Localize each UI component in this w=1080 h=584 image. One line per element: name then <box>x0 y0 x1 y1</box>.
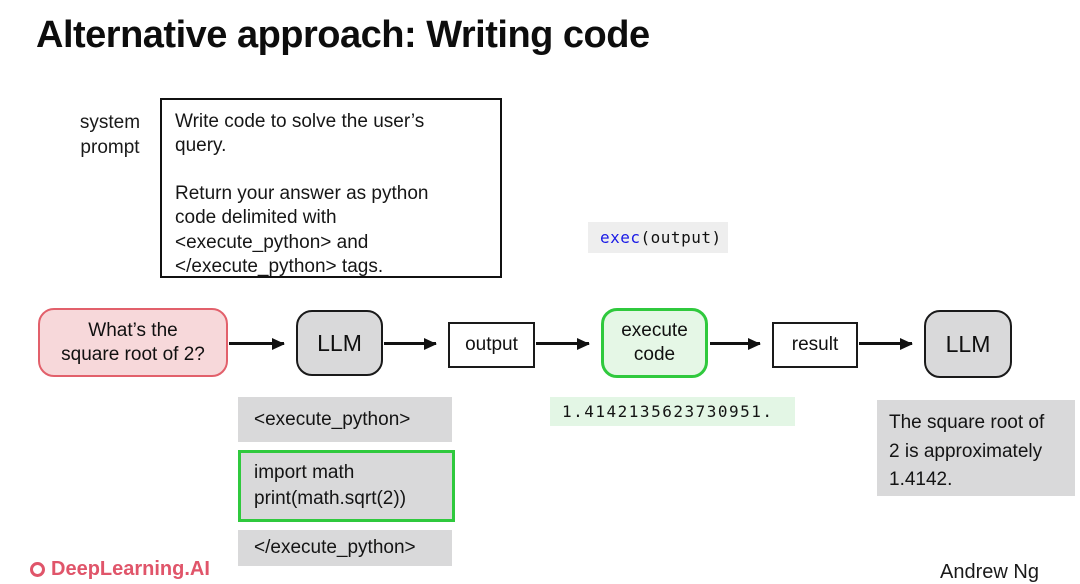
logo-circle-icon <box>30 562 45 577</box>
flow-arrow-result-to-llm <box>859 342 912 345</box>
author-credit: Andrew Ng <box>940 561 1039 583</box>
logo-text: DeepLearning.AI <box>51 558 210 580</box>
flow-arrow-execute-to-result <box>710 342 760 345</box>
exec-keyword: exec <box>600 228 641 247</box>
final-answer-box: The square root of 2 is approximately 1.… <box>877 400 1075 496</box>
flow-node-llm-1: LLM <box>296 310 383 376</box>
flow-node-llm-2: LLM <box>924 310 1012 378</box>
flow-node-result: result <box>772 322 858 368</box>
page-title: Alternative approach: Writing code <box>36 14 650 56</box>
llm-output-close-tag: </execute_python> <box>238 530 452 566</box>
flow-node-output: output <box>448 322 535 368</box>
execution-result-box: 1.4142135623730951. <box>550 397 795 426</box>
slide-canvas: { "slide": { "title": "Alternative appro… <box>0 0 1080 572</box>
flow-arrow-output-to-execute <box>536 342 589 345</box>
deeplearning-ai-logo: DeepLearning.AI <box>30 558 210 581</box>
system-prompt-label: system prompt <box>79 112 141 159</box>
exec-output-snippet: exec(output) <box>588 222 728 253</box>
flow-arrow-llm-to-output <box>384 342 436 345</box>
llm-output-open-tag: <execute_python> <box>238 397 452 442</box>
llm-output-code-block: import math print(math.sqrt(2)) <box>238 450 455 522</box>
system-prompt-paragraph-2: Return your answer as python code delimi… <box>175 183 429 277</box>
flow-arrow-query-to-llm <box>229 342 284 345</box>
exec-args: (output) <box>640 228 722 247</box>
system-prompt-box: Write code to solve the user’s query. Re… <box>160 98 502 278</box>
flow-node-user-query: What’s the square root of 2? <box>38 308 228 377</box>
flow-node-execute-code: execute code <box>601 308 708 378</box>
system-prompt-paragraph-1: Write code to solve the user’s query. <box>175 111 425 157</box>
